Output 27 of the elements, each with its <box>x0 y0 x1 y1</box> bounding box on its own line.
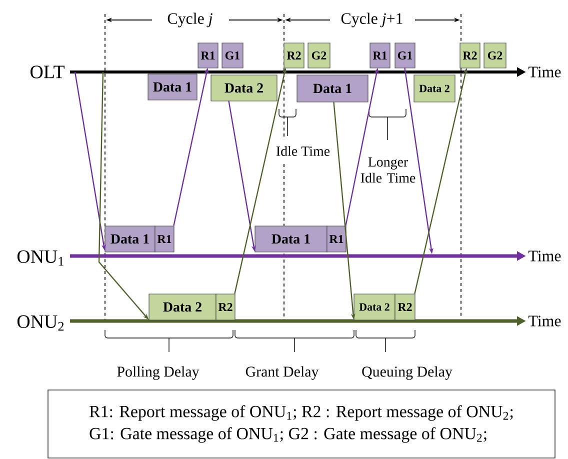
cycle-label: Cycle j <box>168 12 212 28</box>
message-box: G1 <box>394 42 416 68</box>
message-box: R2 <box>216 294 236 320</box>
message-box: G1 <box>222 42 244 68</box>
legend-box: R1: Report message of ONU$_{1}$; R2 : Report message of ONU$_{2}$; G1: Gate message of ONU$_{1}$; G2 : Gate message of ONU$_{2}$; <box>48 390 556 458</box>
cycle-label: Cycle j+1 <box>341 12 402 28</box>
axis-label: Time <box>528 66 561 78</box>
message-box: R2 <box>394 294 416 320</box>
message-box: R2 <box>460 42 480 68</box>
axis-label: Time <box>528 316 561 326</box>
message-box: R1 <box>326 226 346 252</box>
message-box: Data 1 <box>296 74 368 102</box>
message-box: Data 1 <box>148 74 198 100</box>
message-box: R1 <box>154 226 174 252</box>
annotation-text: Idle Time <box>276 146 330 156</box>
timeline-label: ONU$_{1}$ <box>17 250 64 266</box>
message-box: Data 2 <box>210 74 278 102</box>
message-box: R1 <box>370 42 390 68</box>
annotation-text: Longer Idle Time <box>360 157 416 183</box>
message-box: R2 <box>284 42 304 68</box>
message-box: R1 <box>198 42 218 68</box>
message-box: G2 <box>308 42 330 68</box>
message-box: Data 2 <box>414 74 456 102</box>
axis-label: Time <box>528 250 561 262</box>
timeline-label: ONU$_{2}$ <box>17 315 64 331</box>
timeline-label: OLT <box>30 66 64 78</box>
message-box: G2 <box>484 42 506 68</box>
